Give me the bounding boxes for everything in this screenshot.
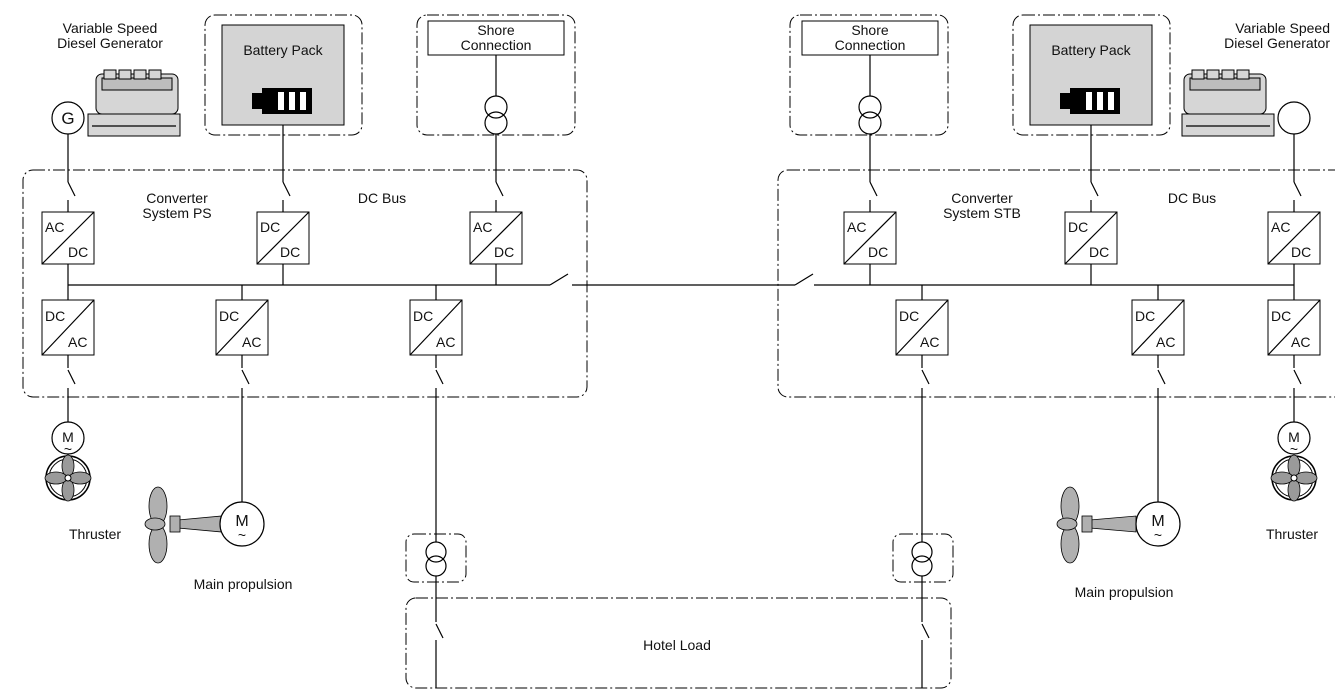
hotel-transformer-stb-icon [911,541,933,688]
shore-connection-ps-label-line1: Shore [477,22,515,38]
shore-connection-enclosure-stb [789,14,949,136]
svg-text:M: M [235,513,248,530]
generator-stb-label-line2: Diesel Generator [1224,35,1330,51]
generator-stb-icon [1277,101,1311,182]
main-motor-stb-icon: M ~ [1135,501,1181,547]
converter-system-stb-label-line1: Converter [951,190,1013,206]
svg-text:AC: AC [242,334,261,350]
svg-text:DC: DC [413,308,433,324]
hotel-load-label: Hotel Load [643,637,711,653]
svg-text:AC: AC [68,334,87,350]
thruster-fan-stb-icon [1270,454,1318,502]
svg-text:AC: AC [1291,334,1310,350]
shore-connection-ps-box [427,20,565,56]
svg-text:DC: DC [494,244,514,260]
svg-text:DC: DC [899,308,919,324]
generator-ps-label-line2: Diesel Generator [57,35,163,51]
diesel-engine-ps-icon [87,69,181,137]
shore-transformer-stb-icon [858,55,882,182]
converter-system-ps-enclosure [22,169,588,398]
svg-text:DC: DC [1271,308,1291,324]
shore-transformer-ps-icon [484,55,508,182]
shore-connection-stb-label-line2: Connection [835,37,906,53]
converter-system-ps-label-line2: System PS [142,205,211,221]
dc-bus-ps-label: DC Bus [358,190,406,206]
svg-text:AC: AC [1271,219,1290,235]
thruster-stb-label: Thruster [1266,526,1318,542]
svg-text:~: ~ [64,441,72,457]
svg-text:DC: DC [1291,244,1311,260]
generator-stb-label-line1: Variable Speed [1235,20,1330,36]
thruster-motor-stb-icon: M ~ [1277,421,1311,457]
svg-text:DC: DC [45,308,65,324]
svg-text:DC: DC [1135,308,1155,324]
propeller-ps-icon [144,486,223,564]
svg-text:M: M [1288,429,1300,445]
svg-text:~: ~ [238,527,246,543]
main-propulsion-stb-label: Main propulsion [1075,584,1174,600]
thruster-motor-ps-icon: M ~ [51,421,85,457]
thruster-fan-ps-icon [44,454,92,502]
svg-text:M: M [1151,513,1164,530]
hotel-transformer-ps-icon [425,541,447,688]
dc-bus-stb-label: DC Bus [1168,190,1216,206]
battery-pack-ps-label: Battery Pack [243,42,323,58]
svg-text:AC: AC [45,219,64,235]
main-motor-ps-icon: M ~ [219,501,265,547]
svg-text:DC: DC [219,308,239,324]
svg-text:AC: AC [473,219,492,235]
battery-stb-icon [1060,88,1120,114]
svg-text:~: ~ [1290,441,1298,457]
converter-system-stb-enclosure [777,169,1335,398]
shore-connection-stb-label-line1: Shore [851,22,889,38]
svg-text:DC: DC [280,244,300,260]
converter-system-stb-label-line2: System STB [943,205,1021,221]
svg-text:DC: DC [260,219,280,235]
hotel-transformer-enclosure-stb [892,533,954,583]
diesel-engine-stb-icon [1181,69,1275,137]
shore-connection-ps-label-line2: Connection [461,37,532,53]
shore-connection-stb-box [801,20,939,56]
generator-ps-icon: G [51,101,85,182]
upper-switches [67,181,1302,212]
svg-text:G: G [61,109,74,128]
svg-text:~: ~ [1154,527,1162,543]
thruster-ps-label: Thruster [69,526,121,542]
hotel-load-enclosure [405,597,952,689]
battery-ps-icon [252,88,312,114]
converter-system-ps-label-line1: Converter [146,190,208,206]
svg-text:M: M [62,429,74,445]
battery-pack-stb-label: Battery Pack [1051,42,1131,58]
svg-text:DC: DC [68,244,88,260]
svg-text:AC: AC [436,334,455,350]
svg-text:DC: DC [868,244,888,260]
svg-text:AC: AC [1156,334,1175,350]
svg-text:AC: AC [847,219,866,235]
lower-switches-and-feeders [67,355,1302,542]
propeller-stb-icon [1056,486,1137,564]
main-propulsion-ps-label: Main propulsion [194,576,293,592]
svg-text:AC: AC [920,334,939,350]
shore-connection-enclosure-ps [416,14,576,136]
svg-text:DC: DC [1068,219,1088,235]
generator-ps-label-line1: Variable Speed [63,20,158,36]
svg-text:DC: DC [1089,244,1109,260]
dc-bus-lines [67,264,1295,300]
